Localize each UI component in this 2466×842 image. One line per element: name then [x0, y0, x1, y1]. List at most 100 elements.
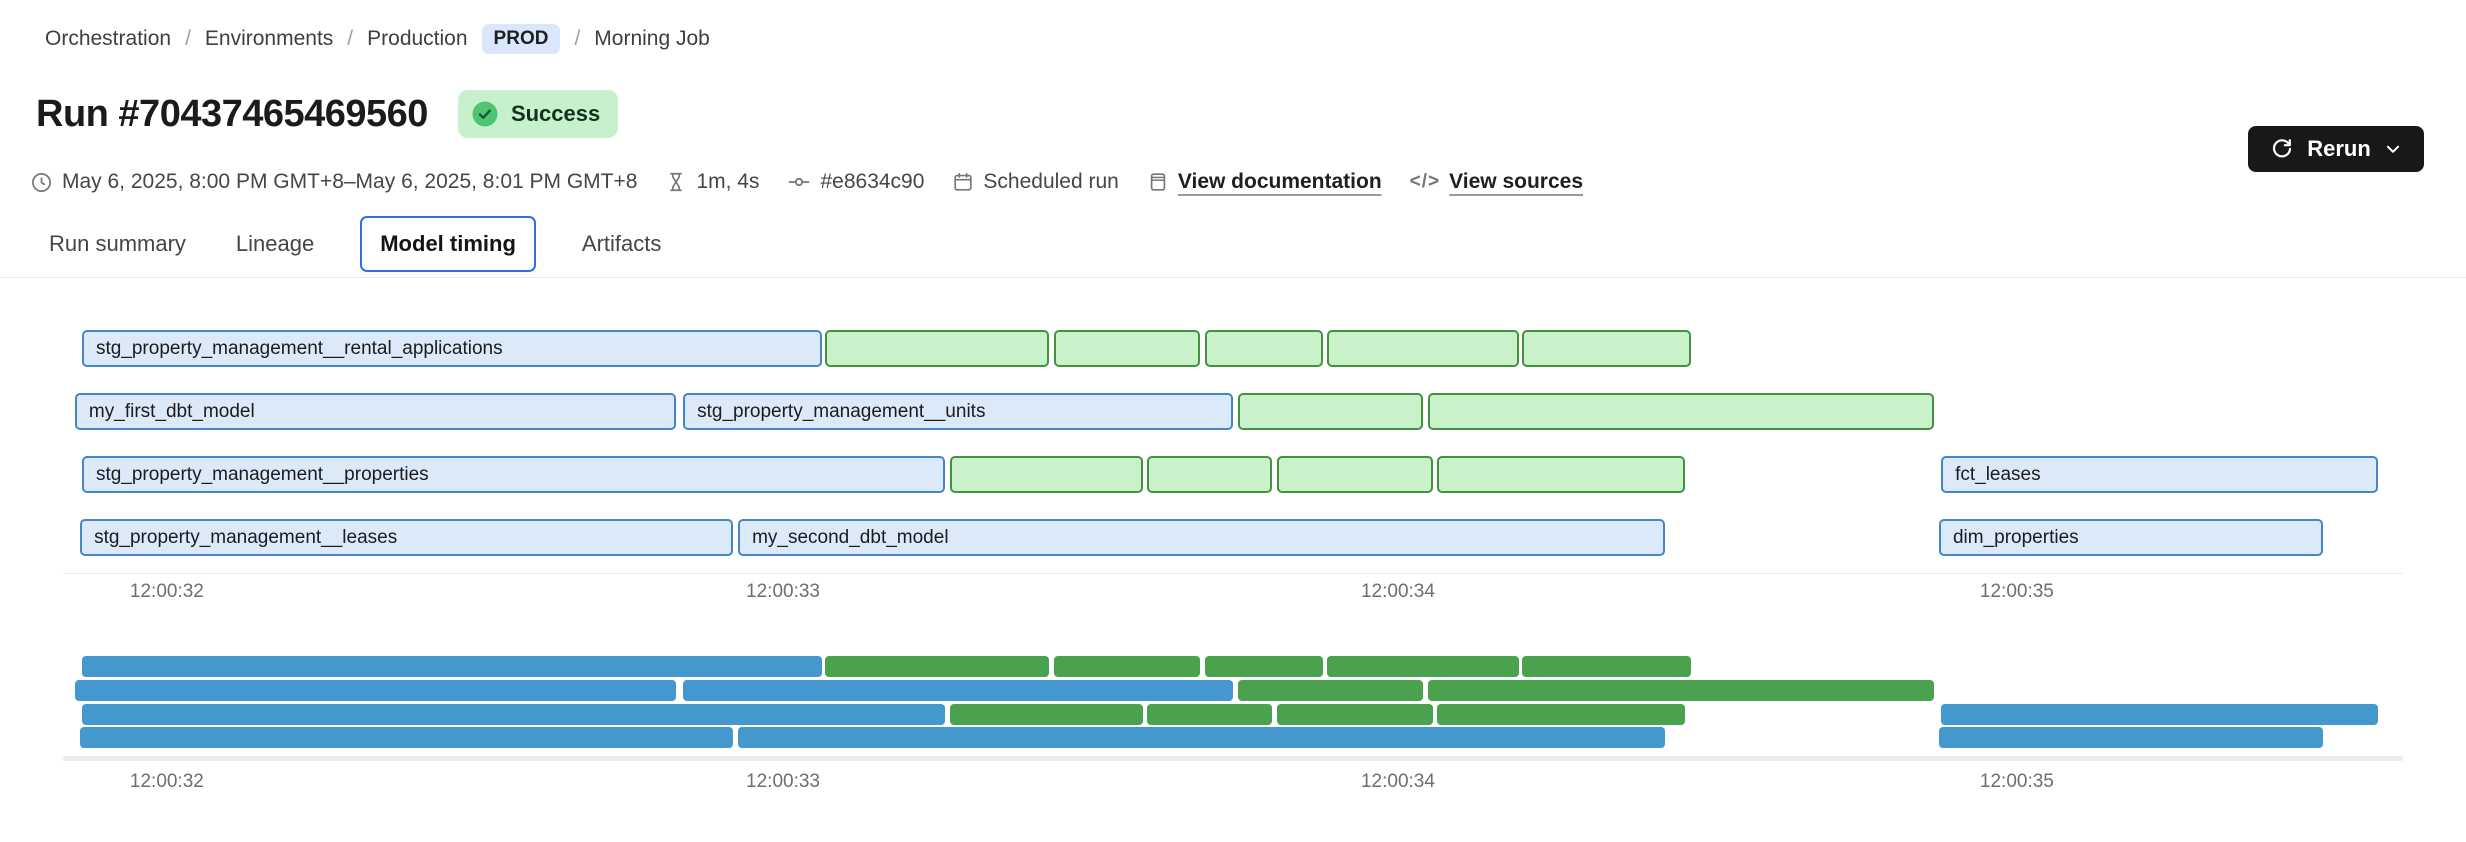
sources-group: </> View sources	[1410, 170, 1583, 194]
rerun-label: Rerun	[2307, 136, 2371, 161]
overview-row-3	[63, 703, 2403, 725]
view-sources-link[interactable]: View sources	[1449, 170, 1584, 193]
run-duration: 1m, 4s	[665, 170, 759, 194]
stg_property_management__properties-bar[interactable]	[81, 703, 945, 725]
view-documentation-link[interactable]: View documentation	[1177, 170, 1382, 193]
documentation-group: View documentation	[1147, 170, 1382, 194]
run-time-range: May 6, 2025, 8:00 PM GMT+8–May 6, 2025, …	[30, 170, 637, 194]
code-icon: </>	[1409, 171, 1441, 192]
dim_properties-bar[interactable]	[1938, 727, 2323, 749]
chevron-down-icon[interactable]	[2384, 140, 2402, 158]
gantt-time-axis: 12:00:32 12:00:33 12:00:34 12:00:35	[63, 581, 2403, 605]
my_first_dbt_model-bar[interactable]: my_first_dbt_model	[74, 393, 676, 430]
axis-tick-label: 12:00:32	[129, 771, 204, 792]
stg_property_management__units-bar[interactable]: stg_property_management__units	[683, 393, 1233, 430]
test-bar[interactable]	[1053, 330, 1200, 367]
commit-hash: #e8634c90	[787, 170, 924, 194]
axis-tick-label: 12:00:33	[746, 771, 820, 792]
hourglass-icon	[670, 172, 683, 192]
axis-tick-label: 12:00:35	[1979, 771, 2054, 792]
tab-run-summary[interactable]: Run summary	[49, 231, 186, 256]
test-bar[interactable]	[1327, 330, 1520, 367]
check-circle-icon	[472, 101, 498, 127]
title-row: Run #70437465469560 Success	[36, 90, 619, 138]
timeline-overview-brush[interactable]	[63, 656, 2403, 751]
stg_property_management__leases-bar[interactable]: stg_property_management__leases	[80, 519, 734, 556]
tab-artifacts[interactable]: Artifacts	[581, 231, 662, 256]
my_second_dbt_model-bar[interactable]	[738, 727, 1666, 749]
duration-text: 1m, 4s	[696, 170, 760, 193]
breadcrumb-item-orchestration[interactable]: Orchestration	[45, 27, 172, 50]
time-range-text: May 6, 2025, 8:00 PM GMT+8–May 6, 2025, …	[62, 170, 638, 193]
refresh-icon	[2273, 139, 2292, 158]
tab-model-timing[interactable]: Model timing	[360, 216, 536, 272]
breadcrumb-item-environments[interactable]: Environments	[204, 27, 334, 50]
tabs: Run summary Lineage Model timing Artifacts	[45, 216, 665, 272]
run-trigger: Scheduled run	[952, 170, 1119, 194]
breadcrumb-item-production[interactable]: Production	[367, 27, 468, 50]
stg_property_management__rental_applications-bar[interactable]	[81, 656, 822, 677]
my_second_dbt_model-bar[interactable]: my_second_dbt_model	[738, 519, 1666, 556]
test-bar[interactable]	[1146, 703, 1272, 725]
test-bar[interactable]	[1437, 703, 1686, 725]
document-icon	[1150, 173, 1166, 191]
chart-divider	[63, 573, 2403, 574]
test-bar[interactable]	[1204, 656, 1323, 677]
overview-row-2	[63, 679, 2403, 701]
breadcrumb: Orchestration / Environments / Productio…	[45, 24, 710, 54]
trigger-text: Scheduled run	[983, 170, 1119, 193]
calendar-icon	[954, 172, 973, 191]
fct_leases-bar[interactable]: fct_leases	[1941, 456, 2379, 493]
axis-tick-label: 12:00:34	[1360, 581, 1435, 602]
test-bar[interactable]	[1204, 330, 1323, 367]
axis-tick-label: 12:00:35	[1979, 581, 2054, 602]
test-bar[interactable]	[1276, 456, 1434, 493]
test-bar[interactable]	[1053, 656, 1200, 677]
dim_properties-bar[interactable]: dim_properties	[1938, 519, 2323, 556]
test-bar[interactable]	[1237, 679, 1423, 701]
environment-badge[interactable]: PROD	[481, 24, 561, 54]
breadcrumb-separator: /	[574, 27, 581, 50]
breadcrumb-separator: /	[347, 27, 354, 50]
stg_property_management__units-bar[interactable]	[683, 679, 1233, 701]
tabs-divider	[0, 277, 2466, 278]
my_first_dbt_model-bar[interactable]	[74, 679, 676, 701]
test-bar[interactable]	[1427, 679, 1934, 701]
commit-icon	[789, 177, 810, 187]
stg_property_management__properties-bar[interactable]: stg_property_management__properties	[81, 456, 945, 493]
test-bar[interactable]	[1437, 456, 1686, 493]
test-bar[interactable]	[1521, 330, 1691, 367]
overview-row-4	[63, 727, 2403, 749]
test-bar[interactable]	[824, 330, 1049, 367]
test-bar[interactable]	[1327, 656, 1520, 677]
axis-tick-label: 12:00:34	[1360, 771, 1435, 792]
overview-time-axis: 12:00:32 12:00:33 12:00:34 12:00:35	[63, 771, 2403, 795]
stg_property_management__leases-bar[interactable]	[80, 727, 734, 749]
commit-text: #e8634c90	[820, 170, 925, 193]
test-bar[interactable]	[1276, 703, 1434, 725]
test-bar[interactable]	[950, 456, 1144, 493]
status-badge: Success	[457, 90, 619, 138]
test-bar[interactable]	[1521, 656, 1691, 677]
clock-icon	[32, 172, 51, 192]
breadcrumb-item-morning-job[interactable]: Morning Job	[594, 27, 710, 50]
stg_property_management__rental_applications-bar[interactable]: stg_property_management__rental_applicat…	[81, 330, 822, 367]
tab-lineage[interactable]: Lineage	[235, 231, 315, 256]
status-label: Success	[510, 101, 601, 126]
rerun-button[interactable]: Rerun	[2248, 126, 2424, 172]
overview-row-1	[63, 656, 2403, 677]
model-timing-gantt: stg_property_management__rental_applicat…	[63, 330, 2403, 560]
test-bar[interactable]	[950, 703, 1144, 725]
fct_leases-bar[interactable]	[1941, 703, 2379, 725]
test-bar[interactable]	[1427, 393, 1934, 430]
axis-tick-label: 12:00:33	[746, 581, 820, 602]
axis-tick-label: 12:00:32	[129, 581, 204, 602]
test-bar[interactable]	[824, 656, 1049, 677]
gantt-row-1: stg_property_management__rental_applicat…	[63, 330, 2403, 367]
test-bar[interactable]	[1146, 456, 1272, 493]
timeline-scrollbar[interactable]	[63, 756, 2403, 761]
test-bar[interactable]	[1237, 393, 1423, 430]
page-title: Run #70437465469560	[36, 92, 428, 135]
